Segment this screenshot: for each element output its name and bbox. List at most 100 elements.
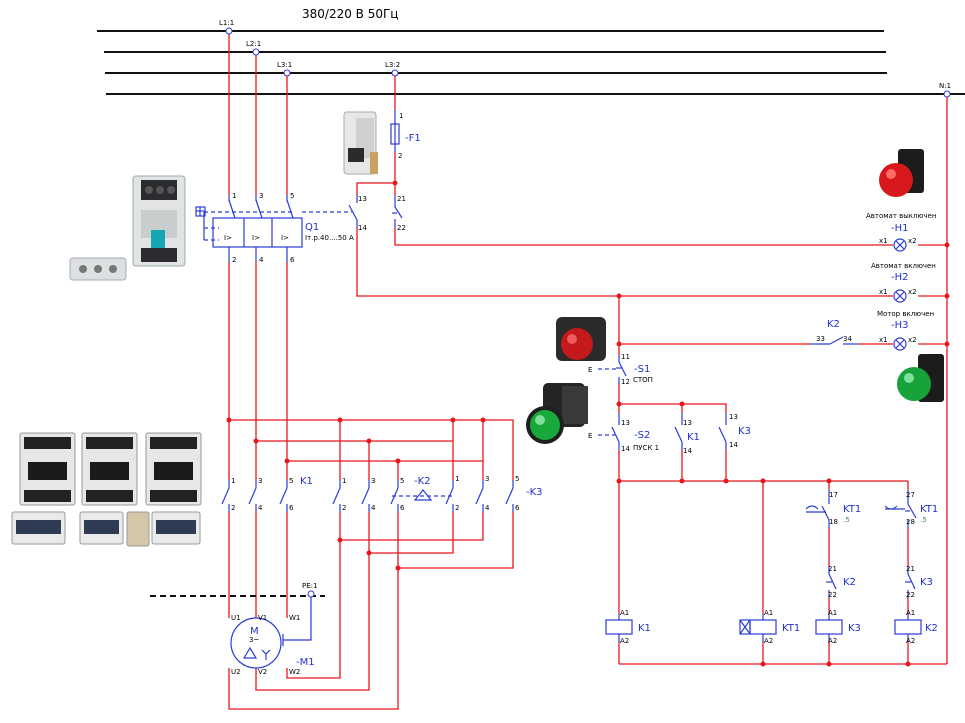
q1-rating: Iт.р.40....50 A xyxy=(305,234,354,242)
svg-text:K3: K3 xyxy=(848,623,861,634)
tap-l2 xyxy=(252,48,260,56)
svg-text:13: 13 xyxy=(683,419,692,427)
svg-text:2: 2 xyxy=(231,504,235,512)
s1-label: -S1 xyxy=(634,364,650,375)
bus-taps: L1:1 L2:1 L3:1 L3:2 N:1 xyxy=(219,19,951,98)
svg-text:14: 14 xyxy=(729,441,738,449)
svg-text:2: 2 xyxy=(455,504,459,512)
svg-text:4: 4 xyxy=(258,504,263,512)
svg-text:5: 5 xyxy=(290,192,294,200)
s2-start-button: E 13 14 -S2 ПУСК 1 xyxy=(588,413,659,453)
k2-timer-triangle xyxy=(413,489,433,501)
svg-text:W1: W1 xyxy=(289,614,300,622)
motor-circle xyxy=(230,617,282,669)
svg-text:14: 14 xyxy=(683,447,692,455)
svg-text:22: 22 xyxy=(906,591,915,599)
label-l3-2: L3:2 xyxy=(385,61,400,69)
q1-body xyxy=(212,217,303,248)
h3-label: -H3 xyxy=(891,320,909,331)
k1-label: K1 xyxy=(300,476,313,487)
svg-text:33: 33 xyxy=(816,335,825,343)
svg-text:6: 6 xyxy=(290,256,295,264)
s2-label: -S2 xyxy=(634,430,650,441)
fuse-illustration xyxy=(343,111,378,175)
svg-text:13: 13 xyxy=(621,419,630,427)
svg-text:21: 21 xyxy=(828,565,837,573)
k2-contact-label: K2 xyxy=(827,319,840,330)
svg-text:W2: W2 xyxy=(289,668,300,676)
svg-text:1: 1 xyxy=(399,112,403,120)
svg-text:I>: I> xyxy=(252,234,260,242)
svg-text:K1: K1 xyxy=(687,432,700,443)
svg-text:KT1: KT1 xyxy=(843,504,861,515)
svg-text:2: 2 xyxy=(232,256,236,264)
h3-caption: Мотор включен xyxy=(877,310,934,318)
svg-text:21: 21 xyxy=(906,565,915,573)
svg-text:6: 6 xyxy=(400,504,405,512)
svg-text:U1: U1 xyxy=(231,614,241,622)
tap-l3 xyxy=(283,69,291,77)
label-l2: L2:1 xyxy=(246,40,261,48)
svg-text:A2: A2 xyxy=(620,637,629,645)
svg-text:5: 5 xyxy=(515,475,519,483)
svg-text:KT1: KT1 xyxy=(920,504,938,515)
breaker-illustration xyxy=(69,175,186,281)
svg-text:14: 14 xyxy=(358,224,367,232)
svg-text:6: 6 xyxy=(515,504,520,512)
svg-text:4: 4 xyxy=(259,256,264,264)
svg-text:11: 11 xyxy=(621,353,630,361)
svg-text:4: 4 xyxy=(485,504,490,512)
lamp-h3: x1 x2 Мотор включен -H3 xyxy=(877,310,934,351)
k3-hold-contact: 13 14 K3 xyxy=(718,413,751,450)
svg-text:.5: .5 xyxy=(843,516,850,524)
svg-text:.5: .5 xyxy=(920,516,927,524)
contactors-illustration xyxy=(11,432,202,547)
svg-text:13: 13 xyxy=(358,195,367,203)
s1-caption: СТОП xyxy=(633,376,653,384)
svg-text:K3: K3 xyxy=(920,577,933,588)
start-button-illustration xyxy=(526,383,588,444)
svg-text:I>: I> xyxy=(224,234,232,242)
svg-text:4: 4 xyxy=(371,504,376,512)
coil-kt1: A1 A2 KT1 xyxy=(739,609,800,645)
svg-text:1: 1 xyxy=(232,192,236,200)
svg-text:I>: I> xyxy=(281,234,289,242)
h1-label: -H1 xyxy=(891,223,909,234)
svg-text:22: 22 xyxy=(397,224,406,232)
k2-power-label: -K2 xyxy=(414,476,431,487)
svg-text:x2: x2 xyxy=(908,336,917,344)
kt1-contact-17-18: 17 18 KT1 .5 xyxy=(805,490,861,528)
svg-text:3: 3 xyxy=(259,192,263,200)
svg-text:2: 2 xyxy=(398,152,402,160)
tap-l1 xyxy=(225,27,233,35)
svg-text:13: 13 xyxy=(729,413,738,421)
svg-text:M: M xyxy=(250,626,259,637)
q1-aux-contacts: 13 14 21 22 xyxy=(348,180,406,232)
pe-label: PE:1 xyxy=(302,582,317,590)
svg-text:K2: K2 xyxy=(843,577,856,588)
power-wiring xyxy=(228,34,514,710)
svg-text:34: 34 xyxy=(843,335,852,343)
svg-text:A1: A1 xyxy=(828,609,837,617)
svg-text:x1: x1 xyxy=(879,237,888,245)
label-l1: L1:1 xyxy=(219,19,234,27)
s1-stop-button: E 11 12 -S1 СТОП xyxy=(588,353,653,386)
supply-title: 380/220 В 50Гц xyxy=(302,7,398,21)
k1-hold-contact: 13 14 K1 xyxy=(674,413,700,455)
svg-text:A1: A1 xyxy=(764,609,773,617)
q1-breaker: I> I> I> 1 3 5 2 4 6 Q1 Iт.р.40....50 A xyxy=(195,192,354,264)
label-n: N:1 xyxy=(939,82,951,90)
contactor-k3-power: 1 3 5 2 4 6 -K3 xyxy=(445,475,543,512)
svg-text:A1: A1 xyxy=(620,609,629,617)
kt1-contact-27-28: 27 28 KT1 .5 xyxy=(884,490,938,528)
svg-text:18: 18 xyxy=(829,518,838,526)
svg-text:x1: x1 xyxy=(879,288,888,296)
svg-text:E: E xyxy=(588,366,592,374)
control-wiring xyxy=(356,97,948,665)
k2-aux-33-34: 33 34 K2 xyxy=(810,319,858,345)
svg-text:27: 27 xyxy=(906,491,915,499)
motor-m1: PE:1 M 3~ U1 V1 W1 U2 V2 W2 -M1 xyxy=(150,582,325,676)
svg-text:E: E xyxy=(588,432,592,440)
svg-text:17: 17 xyxy=(829,491,838,499)
stop-button-illustration xyxy=(556,317,606,361)
